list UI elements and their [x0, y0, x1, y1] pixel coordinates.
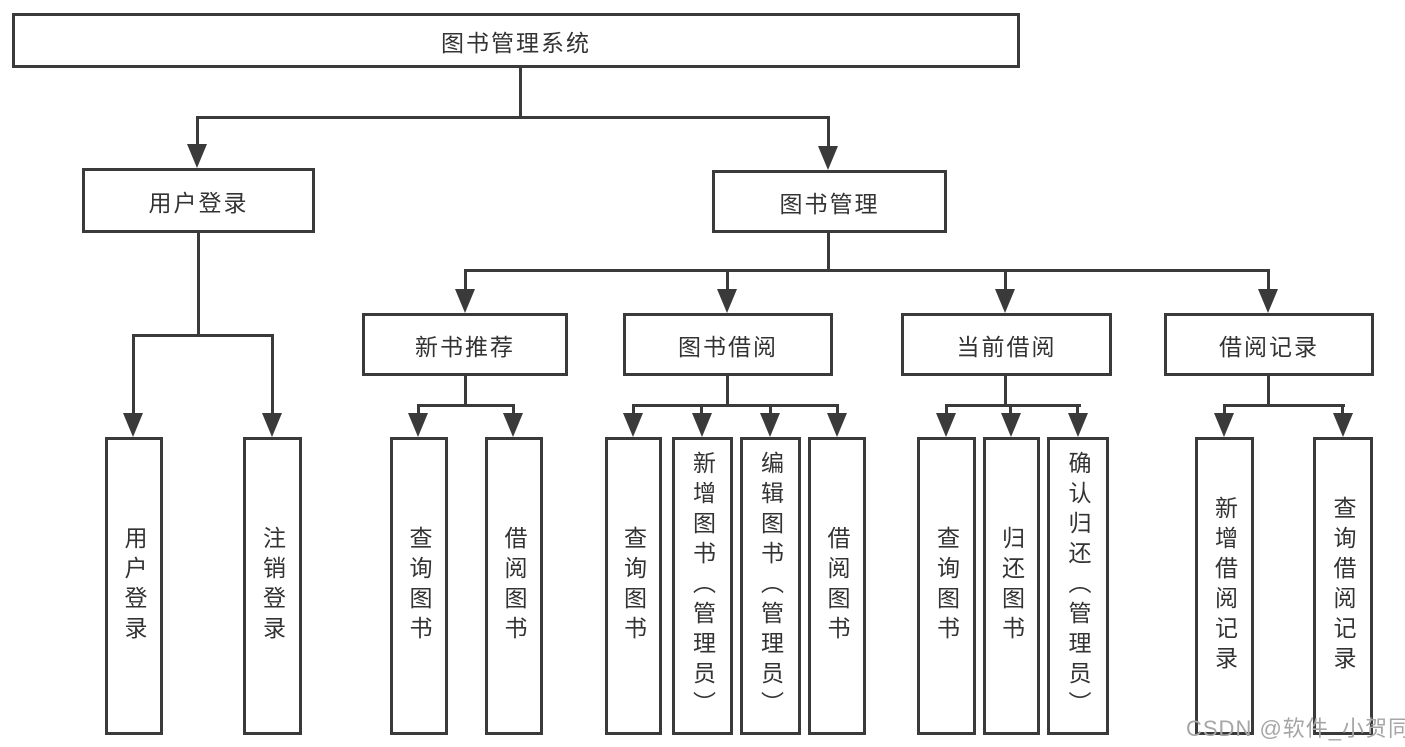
connector-drop [1004, 269, 1007, 295]
connector-drop [512, 404, 515, 419]
connector-drop [464, 269, 467, 295]
leaf-label: 借阅图书 [501, 526, 527, 646]
connector-drop-book-mgmt [827, 116, 830, 150]
arrow-down [818, 146, 838, 170]
leaf-label: 用户登录 [121, 526, 147, 646]
arrow-down [717, 289, 737, 313]
leaf-label: 确认归还（管理员） [1065, 451, 1091, 721]
arrow-down [408, 413, 428, 437]
leaf-label: 查询图书 [933, 526, 960, 646]
leaf-label: 编辑图书（管理员） [757, 451, 784, 721]
arrow-down [623, 413, 643, 437]
connector-root-stem [519, 68, 522, 119]
connector-borrow-records-stem [1267, 376, 1270, 407]
connector-borrow-records-hline [1223, 404, 1345, 407]
leaf-bb-query-books: 查询图书 [605, 437, 662, 735]
node-user-login: 用户登录 [82, 168, 315, 233]
node-current-borrowing: 当前借阅 [901, 313, 1112, 376]
connector-drop [1009, 404, 1012, 419]
connector-book-borrow-hline [632, 404, 839, 407]
leaf-cb-return-books: 归还图书 [983, 437, 1040, 735]
csdn-watermark: CSDN @软件_小贺同学 [1186, 716, 1405, 741]
leaf-nb-query-books: 查询图书 [390, 437, 448, 735]
connector-level3-hline [464, 269, 1270, 272]
leaf-nb-borrow-books: 借阅图书 [485, 437, 543, 735]
arrow-down [123, 413, 143, 437]
leaf-label: 注销登录 [259, 526, 286, 646]
connector-drop-user-login [196, 116, 199, 150]
connector-drop [726, 269, 729, 295]
connector-current-borrow-stem [1004, 376, 1007, 407]
leaf-br-query-record: 查询借阅记录 [1313, 437, 1373, 735]
connector-drop [700, 404, 703, 419]
connector-current-borrow-hline [945, 404, 1081, 407]
connector-new-books-hline [417, 404, 515, 407]
arrow-down [455, 289, 475, 313]
connector-drop [417, 404, 420, 419]
node-borrowing-records: 借阅记录 [1164, 313, 1374, 376]
leaf-label: 新增图书（管理员） [689, 451, 716, 721]
arrow-down [262, 413, 282, 437]
arrow-down [1068, 413, 1088, 437]
leaf-cb-query-books: 查询图书 [917, 437, 976, 735]
leaf-label: 查询图书 [406, 526, 432, 646]
arrow-down [187, 144, 207, 168]
connector-drop [836, 404, 839, 419]
connector-drop [1076, 404, 1079, 419]
leaf-label: 归还图书 [998, 526, 1025, 646]
arrow-down [827, 413, 847, 437]
connector-drop [132, 334, 135, 416]
arrow-down [692, 413, 712, 437]
node-library-system: 图书管理系统 [12, 13, 1020, 68]
arrow-down [1333, 413, 1353, 437]
arrow-down [995, 289, 1015, 313]
arrow-down [760, 413, 780, 437]
leaf-label: 查询借阅记录 [1330, 496, 1356, 676]
arrow-down [503, 413, 523, 437]
node-book-borrowing: 图书借阅 [623, 313, 833, 376]
arrow-down [1001, 413, 1021, 437]
connector-drop [632, 404, 635, 419]
connector-drop [271, 334, 274, 416]
connector-user-login-hline [132, 334, 274, 337]
connector-book-mgmt-stem [827, 233, 830, 272]
leaf-label: 查询图书 [620, 526, 647, 646]
connector-book-borrow-stem [726, 376, 729, 407]
connector-drop [1223, 404, 1226, 419]
arrow-down [936, 413, 956, 437]
leaf-bb-edit-books-admin: 编辑图书（管理员） [740, 437, 801, 735]
connector-level2-hline [196, 116, 830, 119]
connector-new-books-stem [464, 376, 467, 407]
leaf-label: 新增借阅记录 [1211, 496, 1238, 676]
connector-drop [1267, 269, 1270, 295]
connector-drop [945, 404, 948, 419]
arrow-down [1214, 413, 1234, 437]
leaf-user-login: 用户登录 [105, 437, 163, 735]
leaf-cb-confirm-return-admin: 确认归还（管理员） [1047, 437, 1109, 735]
node-new-book-recommend: 新书推荐 [362, 313, 568, 376]
leaf-bb-borrow-books: 借阅图书 [808, 437, 866, 735]
connector-drop [1341, 404, 1344, 419]
leaf-bb-add-books-admin: 新增图书（管理员） [672, 437, 733, 735]
leaf-label: 借阅图书 [824, 526, 850, 646]
leaf-logout: 注销登录 [243, 437, 302, 735]
arrow-down [1258, 289, 1278, 313]
connector-user-login-stem [197, 233, 200, 337]
node-book-management: 图书管理 [712, 170, 947, 233]
leaf-br-add-record: 新增借阅记录 [1195, 437, 1254, 735]
connector-drop [769, 404, 772, 419]
